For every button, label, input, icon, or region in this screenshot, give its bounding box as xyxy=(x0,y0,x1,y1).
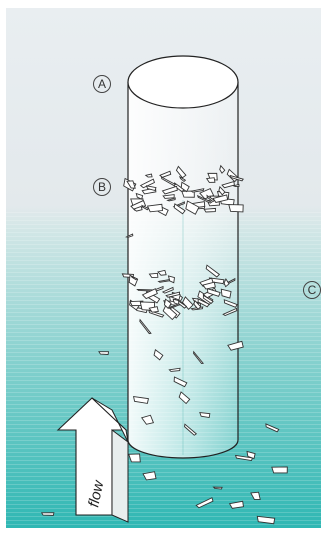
scale-flake xyxy=(146,203,163,213)
falling-flake xyxy=(271,466,288,474)
falling-flake xyxy=(193,350,205,364)
scale-flake xyxy=(220,288,232,299)
scale-flake xyxy=(175,165,187,179)
scale-flake xyxy=(144,173,153,178)
falling-flake xyxy=(250,491,261,500)
scale-flake xyxy=(228,204,244,213)
falling-flake xyxy=(142,471,157,481)
scale-flake xyxy=(202,281,216,290)
scale-flake xyxy=(148,272,159,278)
falling-flake xyxy=(173,376,188,388)
scale-flake xyxy=(206,288,221,297)
scale-flake xyxy=(202,294,214,305)
scale-flake xyxy=(135,192,144,200)
flow-arrow-icon: flow xyxy=(56,397,129,523)
scale-flake xyxy=(222,307,238,317)
falling-flake xyxy=(265,423,280,433)
scale-flake xyxy=(185,200,200,215)
scale-flake xyxy=(160,176,177,187)
falling-flake xyxy=(140,414,155,425)
scale-band-b xyxy=(123,164,244,217)
flow-label: flow xyxy=(85,478,107,509)
scale-flake xyxy=(126,180,136,189)
scale-flake xyxy=(180,181,190,193)
scale-flake xyxy=(229,174,244,182)
scale-flake xyxy=(165,291,181,298)
falling-flake xyxy=(256,515,276,525)
falling-flake xyxy=(153,348,164,361)
scale-flake xyxy=(205,177,216,183)
falling-flake xyxy=(195,497,214,509)
scale-flake xyxy=(173,203,186,215)
scale-flake xyxy=(139,178,155,189)
scale-flake xyxy=(191,297,199,304)
scale-flake xyxy=(161,286,174,294)
scale-flake xyxy=(141,288,158,300)
label-c: C xyxy=(303,281,321,299)
scale-flake xyxy=(223,299,238,308)
scale-flake xyxy=(232,183,240,188)
scale-flake xyxy=(162,194,175,199)
scale-flake xyxy=(159,170,172,178)
falling-flake xyxy=(178,391,191,405)
falling-flake xyxy=(168,367,181,372)
scale-flake xyxy=(190,188,205,193)
scale-flake xyxy=(141,204,150,211)
scale-flake xyxy=(178,300,188,309)
falling-flake xyxy=(228,500,244,509)
scale-flake xyxy=(181,190,195,198)
scale-flake xyxy=(223,278,230,288)
scale-flake xyxy=(221,180,235,189)
scale-flake xyxy=(218,185,226,196)
scale-flake xyxy=(167,275,175,284)
scale-flake xyxy=(163,298,172,310)
scale-flake xyxy=(148,306,159,313)
falling-flake xyxy=(125,233,134,238)
scale-flake xyxy=(178,175,187,183)
falling-flakes xyxy=(40,233,288,525)
falling-flake xyxy=(40,512,55,516)
scale-flake xyxy=(132,205,143,212)
falling-flake xyxy=(246,450,256,460)
scale-flake xyxy=(145,185,157,192)
cylinder-top xyxy=(127,55,239,109)
scale-flake xyxy=(203,207,216,213)
scale-flake xyxy=(182,296,194,310)
scale-flake xyxy=(206,194,216,203)
falling-flake xyxy=(130,275,138,281)
falling-flake xyxy=(133,396,149,404)
scale-flake xyxy=(193,299,202,310)
scale-flake xyxy=(157,269,167,276)
scale-band-lower xyxy=(121,264,238,321)
scale-flake xyxy=(219,164,226,174)
scale-flake xyxy=(161,185,178,195)
falling-flake xyxy=(184,423,198,436)
falling-flake xyxy=(128,453,141,463)
label-b: B xyxy=(93,178,111,196)
falling-flake xyxy=(212,486,223,490)
scale-flake xyxy=(196,194,213,204)
falling-flake xyxy=(234,454,254,462)
label-a: A xyxy=(93,75,111,93)
falling-flake xyxy=(199,412,211,419)
scale-flake xyxy=(212,194,229,203)
scale-flake xyxy=(162,304,178,321)
falling-flake xyxy=(227,340,244,351)
falling-flake xyxy=(98,351,110,355)
scale-flake xyxy=(166,197,176,202)
scale-flake xyxy=(205,264,221,278)
falling-flake xyxy=(139,318,152,335)
